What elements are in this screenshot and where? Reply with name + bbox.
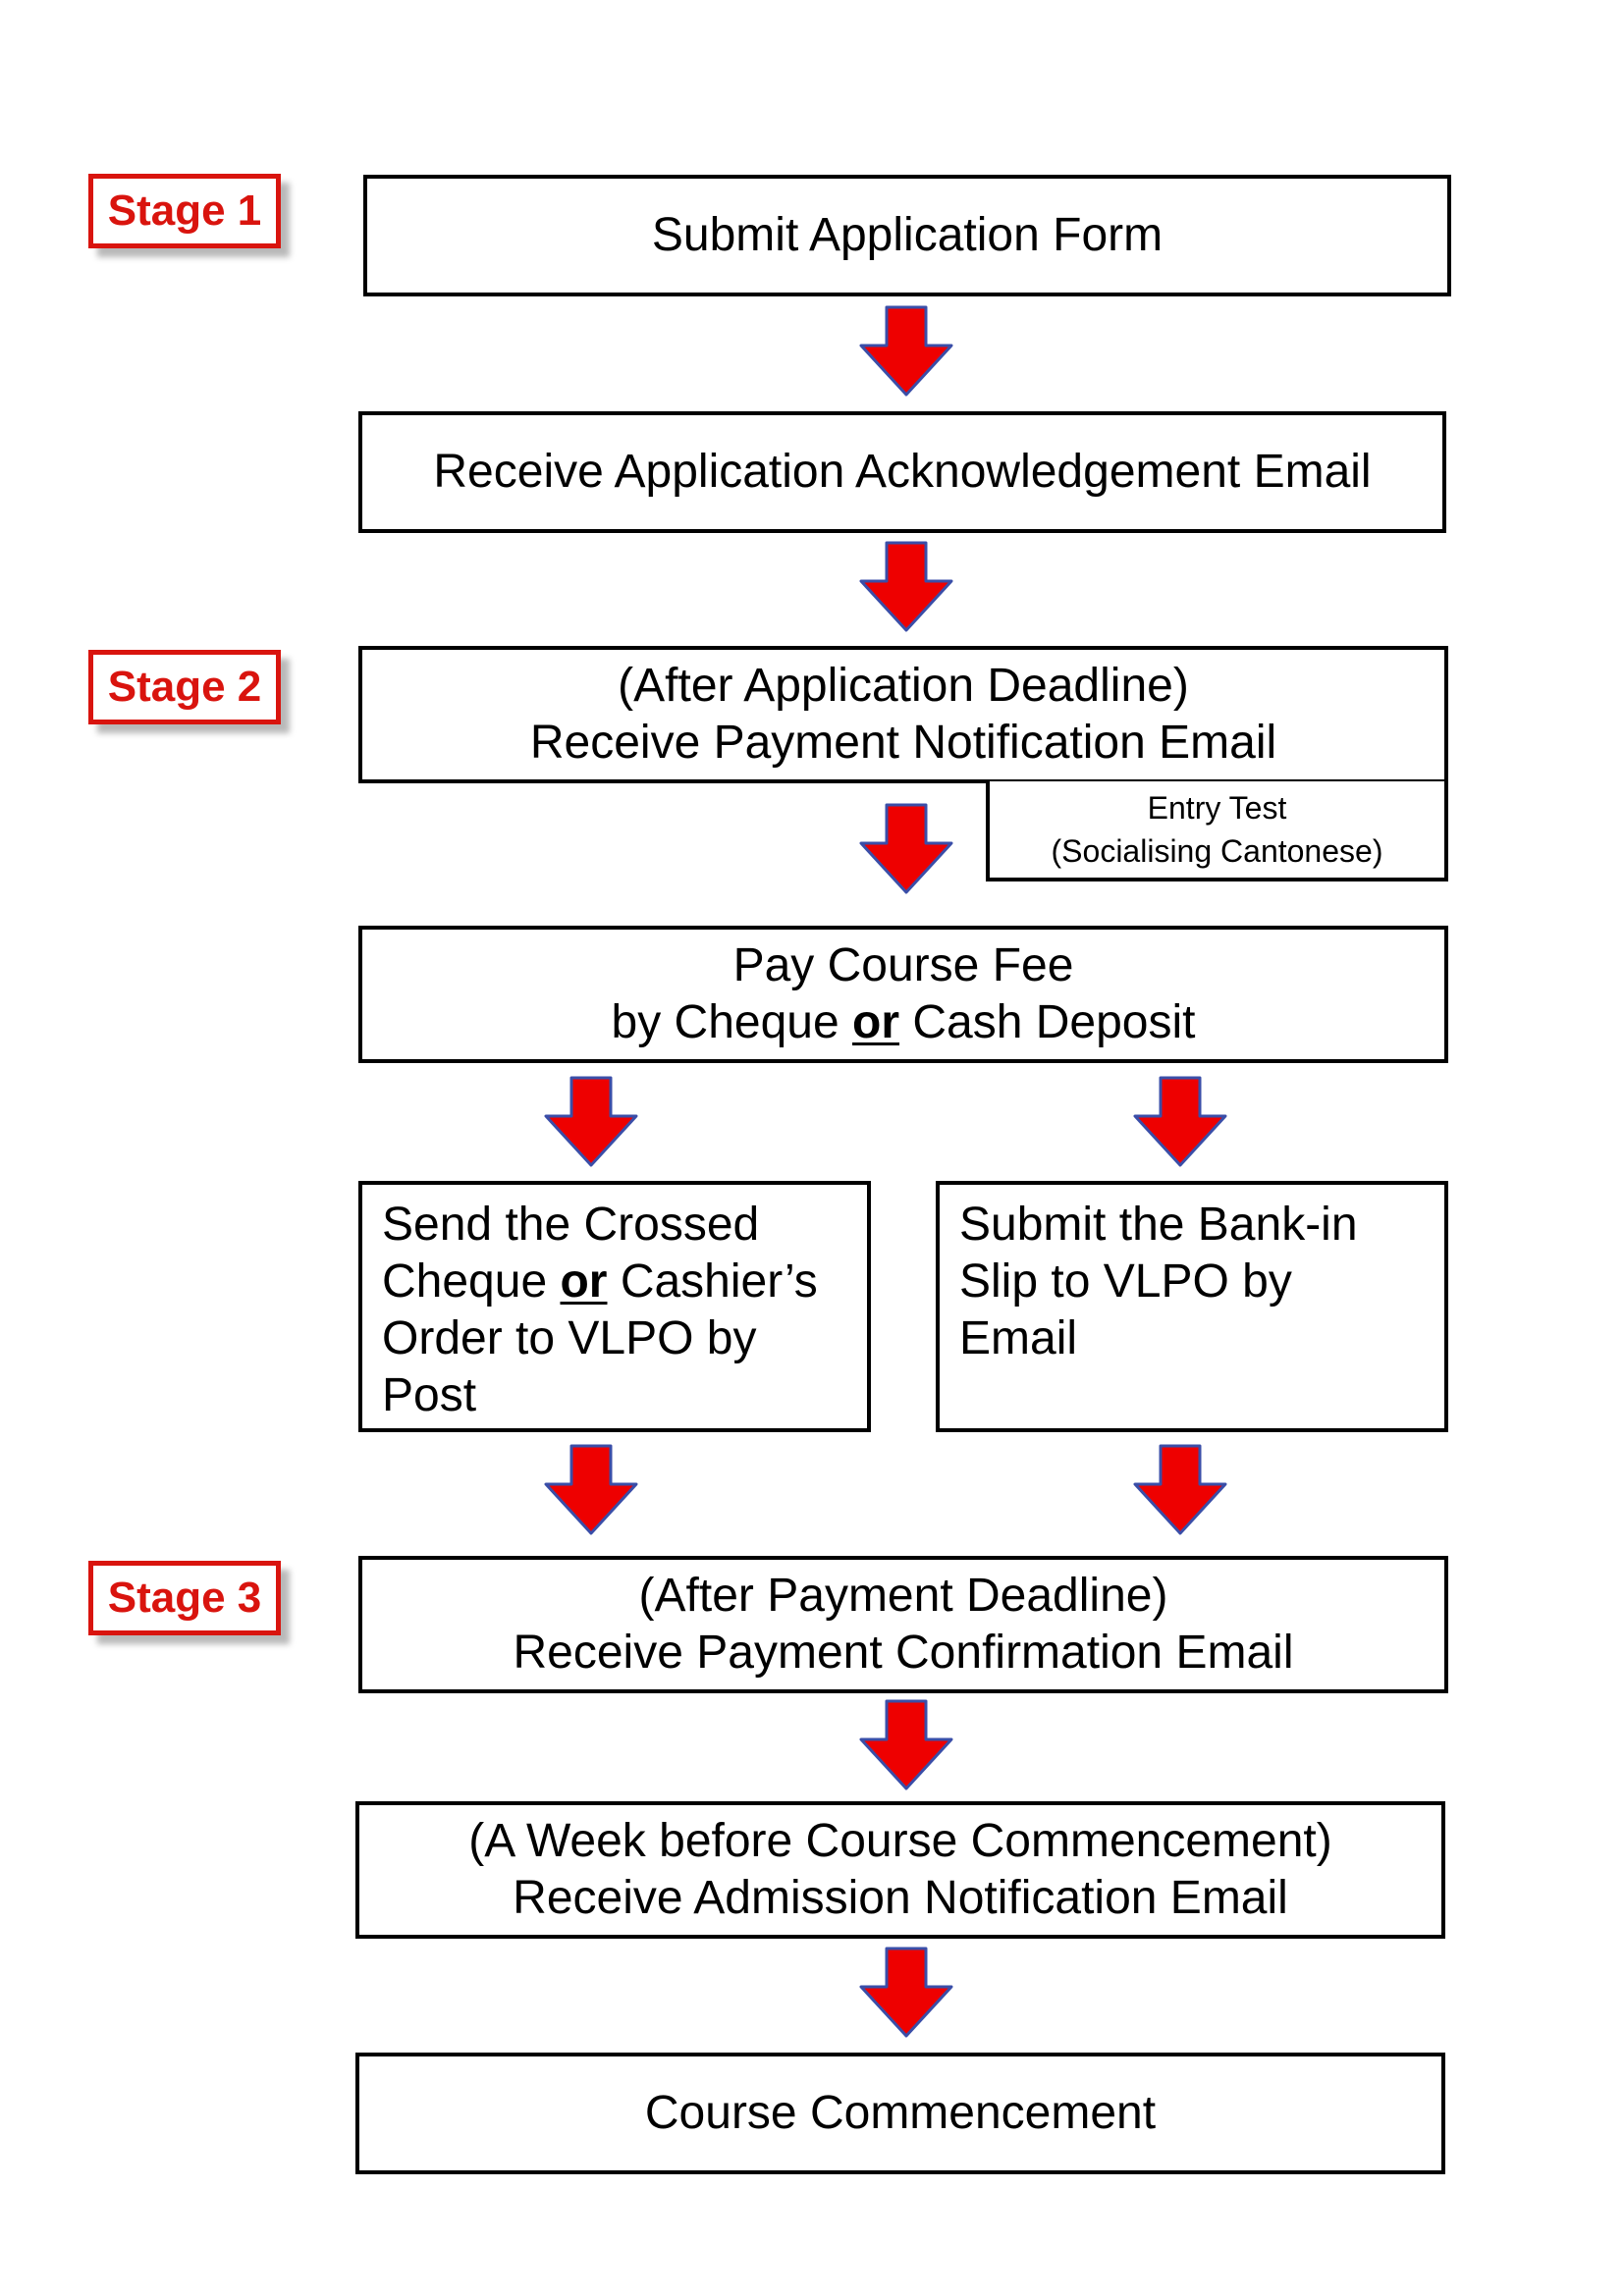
down-arrow-icon	[544, 1444, 638, 1535]
step-text-line1: Pay Course Fee	[732, 939, 1074, 991]
step-send-crossed-cheque: Send the Crossed Cheque or Cashier’s Ord…	[358, 1181, 871, 1432]
step-text: Submit Application Form	[651, 209, 1164, 261]
step-course-commencement: Course Commencement	[355, 2053, 1445, 2174]
down-arrow-icon	[859, 541, 953, 632]
step-text-line2: Receive Payment Notification Email	[529, 717, 1277, 769]
or-emphasis: or	[560, 1255, 608, 1308]
step-submit-bank-in-slip: Submit the Bank-in Slip to VLPO by Email	[936, 1181, 1448, 1432]
entry-test-note: Entry Test (Socialising Cantonese)	[986, 781, 1448, 881]
step-text-line2: Receive Payment Confirmation Email	[513, 1627, 1294, 1679]
text-segment: Cash Deposit	[899, 996, 1196, 1048]
text-segment: by Cheque	[611, 996, 853, 1048]
step-text-line3: Email	[959, 1312, 1078, 1364]
down-arrow-icon	[859, 1947, 953, 2038]
step-text-line1: Send the Crossed	[382, 1199, 760, 1251]
down-arrow-icon	[1133, 1076, 1227, 1167]
step-text-line2: Cheque or Cashier’s	[382, 1254, 818, 1310]
stage-2-label: Stage 2	[88, 650, 281, 724]
note-line1: Entry Test	[1147, 790, 1287, 826]
step-text-line1: (After Payment Deadline)	[638, 1570, 1168, 1622]
step-submit-application-form: Submit Application Form	[363, 175, 1451, 296]
stage-3-label: Stage 3	[88, 1561, 281, 1635]
step-text-line1: Submit the Bank-in	[959, 1199, 1358, 1251]
down-arrow-icon	[859, 1699, 953, 1790]
down-arrow-icon	[1133, 1444, 1227, 1535]
step-receive-payment-notification: (After Application Deadline) Receive Pay…	[358, 646, 1448, 783]
step-receive-payment-confirmation: (After Payment Deadline) Receive Payment…	[358, 1556, 1448, 1693]
step-text: Receive Application Acknowledgement Emai…	[433, 446, 1372, 498]
or-emphasis: or	[852, 996, 900, 1048]
text-segment: Cheque	[382, 1255, 561, 1308]
step-text-line2: Slip to VLPO by	[959, 1255, 1292, 1308]
step-text: Course Commencement	[644, 2087, 1157, 2139]
note-line2: (Socialising Cantonese)	[1051, 833, 1383, 869]
step-text-line1: (After Application Deadline)	[618, 660, 1189, 712]
step-text-line1: (A Week before Course Commencement)	[468, 1815, 1332, 1867]
step-text-line3: Order to VLPO by	[382, 1312, 757, 1364]
stage-1-label: Stage 1	[88, 174, 281, 248]
step-text-line4: Post	[382, 1369, 477, 1421]
step-receive-acknowledgement-email: Receive Application Acknowledgement Emai…	[358, 411, 1446, 533]
down-arrow-icon	[859, 305, 953, 397]
step-pay-course-fee: Pay Course Fee by Cheque or Cash Deposit	[358, 926, 1448, 1063]
step-receive-admission-notification: (A Week before Course Commencement) Rece…	[355, 1801, 1445, 1939]
text-segment: Cashier’s	[607, 1255, 818, 1308]
down-arrow-icon	[544, 1076, 638, 1167]
step-text-line2: Receive Admission Notification Email	[513, 1872, 1288, 1924]
down-arrow-icon	[859, 803, 953, 894]
step-text-line2: by Cheque or Cash Deposit	[612, 994, 1196, 1051]
